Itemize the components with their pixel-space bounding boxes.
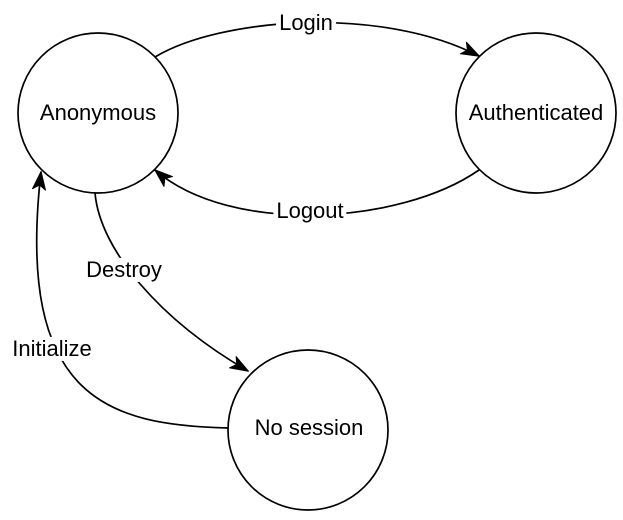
edge-label-initialize: Initialize [9, 336, 95, 362]
state-label-no-session: No session [254, 414, 364, 440]
state-node-anonymous[interactable] [17, 32, 179, 194]
edge-label-destroy: Destroy [83, 257, 165, 283]
edge-initialize-arrow[interactable] [32, 171, 229, 429]
state-label-anonymous: Anonymous [39, 99, 157, 125]
edge-label-logout: Logout [273, 198, 347, 224]
edge-label-login: Login [276, 10, 336, 36]
edge-destroy-arrow[interactable] [94, 192, 249, 372]
state-node-no-session[interactable] [227, 349, 389, 511]
state-label-authenticated: Authenticated [468, 99, 604, 125]
state-node-authenticated[interactable] [455, 32, 617, 194]
